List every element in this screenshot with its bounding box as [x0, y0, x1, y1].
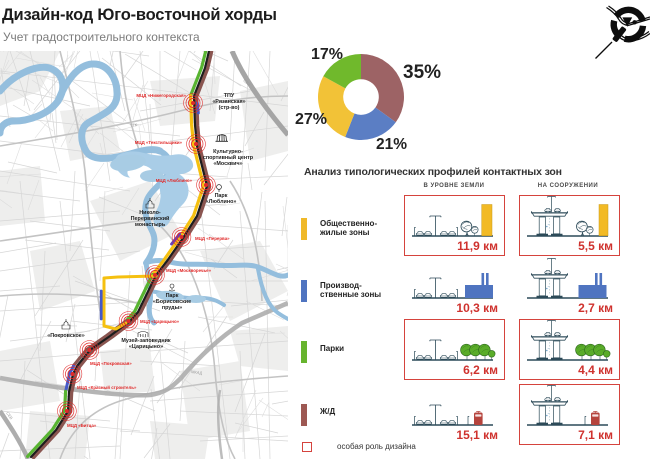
svg-text:ТПУ: ТПУ: [224, 93, 235, 99]
svg-text:«Царицыно»: «Царицыно»: [129, 344, 163, 350]
svg-text:МЦД «Люблино»: МЦД «Люблино»: [156, 178, 193, 183]
svg-text:СВХ: СВХ: [242, 78, 252, 87]
svg-text:МЦД «Текстильщики»: МЦД «Текстильщики»: [135, 140, 183, 145]
svg-text:МЦД «Москворечье»: МЦД «Москворечье»: [166, 268, 212, 273]
svg-text:«Рязанская»: «Рязанская»: [212, 99, 245, 105]
svg-text:МЦД «Нижегородская»: МЦД «Нижегородская»: [136, 93, 186, 98]
svg-text:пруды»: пруды»: [162, 305, 182, 311]
svg-text:МЦД «Битца»: МЦД «Битца»: [67, 423, 97, 428]
svg-text:Музей-заповедник: Музей-заповедник: [121, 337, 171, 344]
svg-text:Перервинский: Перервинский: [131, 215, 170, 222]
svg-text:СЕВ: СЕВ: [5, 411, 14, 421]
svg-text:Культурно-: Культурно-: [213, 149, 243, 155]
svg-text:спортивный центр: спортивный центр: [203, 154, 254, 161]
svg-text:«Борисовские: «Борисовские: [153, 299, 191, 305]
svg-text:«Москвич»: «Москвич»: [213, 161, 242, 167]
svg-text:МЦД «Покровская»: МЦД «Покровская»: [90, 361, 132, 366]
svg-text:монастырь: монастырь: [135, 222, 166, 228]
svg-text:Парк: Парк: [166, 293, 179, 299]
svg-text:МЦД «Красный строитель»: МЦД «Красный строитель»: [77, 385, 137, 390]
svg-text:ТТК: ТТК: [129, 122, 138, 128]
svg-text:Парк: Парк: [215, 193, 228, 199]
svg-text:МКАД: МКАД: [191, 369, 203, 376]
svg-text:(стр-во): (стр-во): [219, 105, 240, 111]
svg-text:Николо-: Николо-: [139, 210, 161, 216]
svg-text:МЦД «Перерва»: МЦД «Перерва»: [195, 236, 230, 241]
svg-text:МЦД «Царицыно»: МЦД «Царицыно»: [140, 319, 180, 324]
svg-text:«Люблино»: «Люблино»: [206, 198, 237, 205]
svg-text:«Покровское»: «Покровское»: [47, 333, 85, 339]
